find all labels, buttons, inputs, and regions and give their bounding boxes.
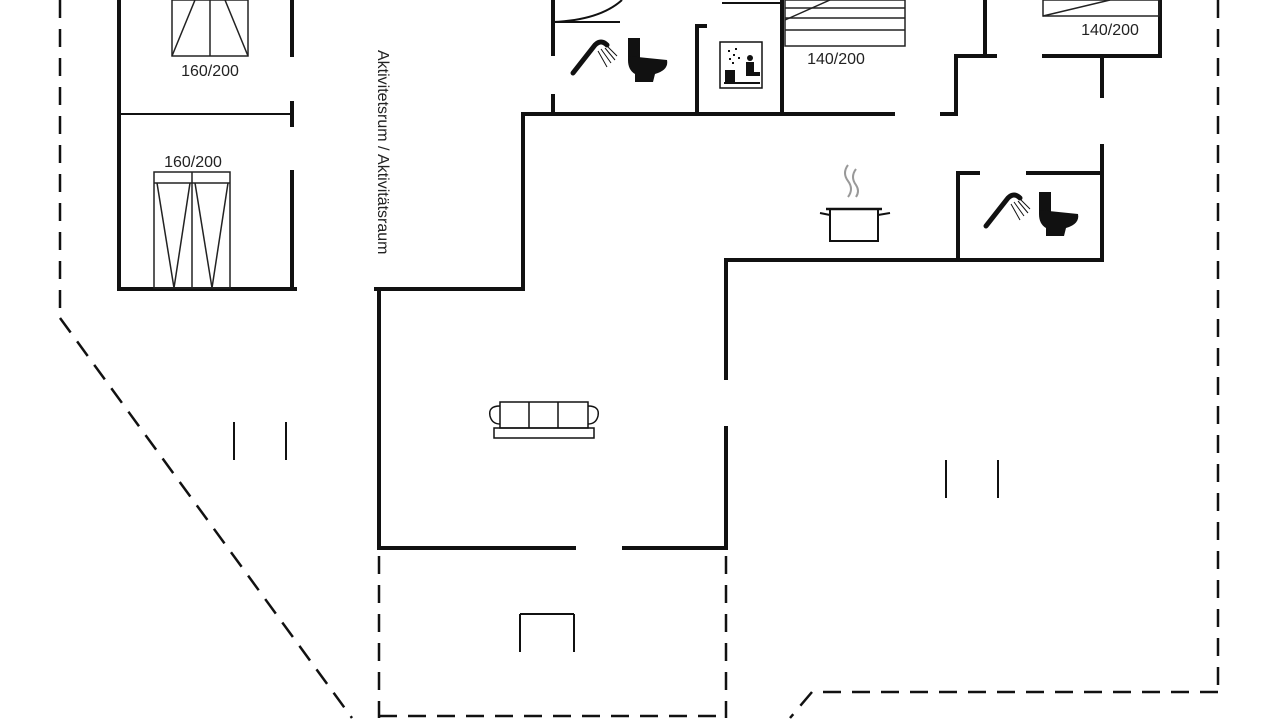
bed-top-left: 160/200 — [171, 0, 249, 80]
main-living-walls — [374, 112, 1104, 550]
terrace-marker-icon — [233, 422, 287, 460]
sauna-icon — [719, 41, 763, 89]
bed-size-label: 160/200 — [164, 154, 222, 171]
bed-size-label: 140/200 — [807, 51, 865, 68]
sofa-icon — [488, 401, 600, 439]
top-right-walls — [940, 0, 1162, 116]
toilet-icon — [1039, 192, 1079, 236]
shower-icon — [983, 192, 1031, 229]
left-bedroom-block — [117, 0, 297, 291]
terrace-marker-icon — [945, 460, 999, 498]
toilet-icon — [628, 38, 668, 82]
bed-mid-left: 160/200 — [153, 154, 231, 289]
central-wet-rooms — [521, 0, 895, 116]
bed-size-label: 160/200 — [181, 63, 239, 80]
bed-size-label: 140/200 — [1081, 22, 1139, 39]
fireplace-icon — [519, 613, 575, 652]
activity-room-label: Aktivitetsrum / Aktivitätsraum — [374, 50, 391, 255]
lower-terrace-outline — [377, 556, 728, 718]
shower-icon — [570, 39, 618, 76]
bed-top-center: 140/200 — [784, 0, 906, 68]
outer-dashed-outline — [58, 0, 1220, 719]
right-bathroom — [956, 144, 1104, 262]
cooking-pot-icon — [819, 164, 891, 242]
bed-top-right: 140/200 — [1042, 0, 1160, 39]
